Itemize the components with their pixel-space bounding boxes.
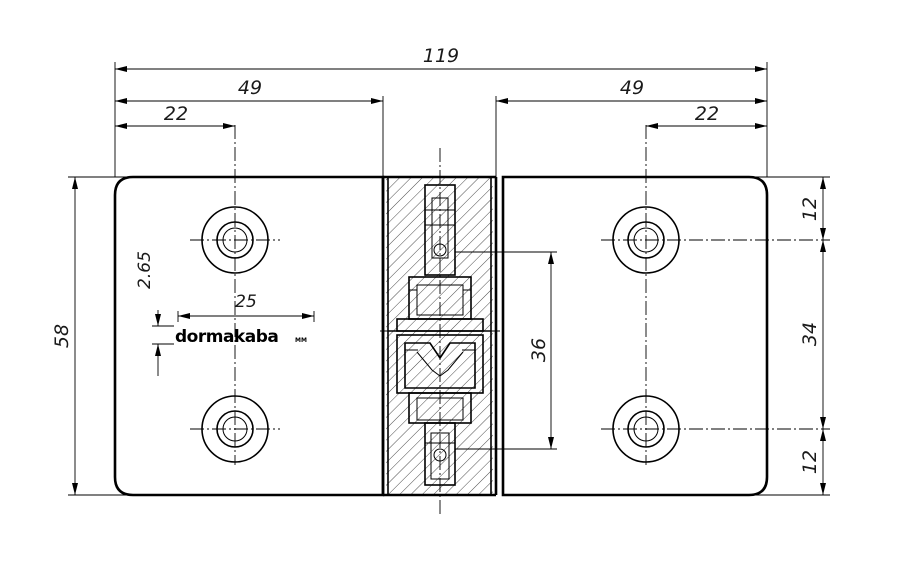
- dim-overall-height-value: 58: [51, 324, 73, 348]
- dim-logo-width-value: 25: [235, 292, 257, 312]
- dim-hinge-axis-length-value: 36: [528, 338, 550, 362]
- dim-right-leaf-width: 49: [496, 77, 767, 104]
- dim-right-leaf-width-value: 49: [620, 77, 644, 99]
- dim-left-leaf-width: 49: [115, 77, 383, 104]
- dim-bottom-hole-offset: 12: [799, 429, 826, 495]
- hole-centerlines: [190, 125, 830, 465]
- brand-logo: dormakaba MM: [175, 327, 307, 347]
- dim-hinge-axis-length: 36: [455, 251, 557, 450]
- dim-left-hole-offset: 22: [115, 103, 235, 129]
- dim-top-hole-offset: 12: [799, 177, 826, 240]
- dim-logo-width: 25: [177, 292, 315, 322]
- dim-left-hole-offset-value: 22: [164, 103, 188, 125]
- right-leaf-outline: [501, 175, 769, 497]
- dim-left-leaf-width-value: 49: [238, 77, 262, 99]
- dim-logo-height: 2.65: [135, 251, 174, 376]
- dim-right-hole-offset-value: 22: [695, 103, 719, 125]
- dim-overall-width: 119: [115, 45, 767, 72]
- dim-right-hole-offset: 22: [646, 103, 767, 129]
- logo-text: dormakaba: [175, 327, 278, 347]
- dim-bottom-hole-offset-value: 12: [799, 450, 821, 474]
- dim-hole-spacing-value: 34: [799, 322, 821, 346]
- dim-overall-width-value: 119: [423, 45, 459, 67]
- hinge-body: [381, 175, 498, 497]
- dim-overall-height: 58: [51, 176, 133, 496]
- dim-logo-height-value: 2.65: [135, 251, 155, 289]
- dim-hole-spacing: 34: [799, 240, 826, 429]
- dim-top-hole-offset-value: 12: [799, 197, 821, 221]
- logo-mark: MM: [295, 337, 307, 344]
